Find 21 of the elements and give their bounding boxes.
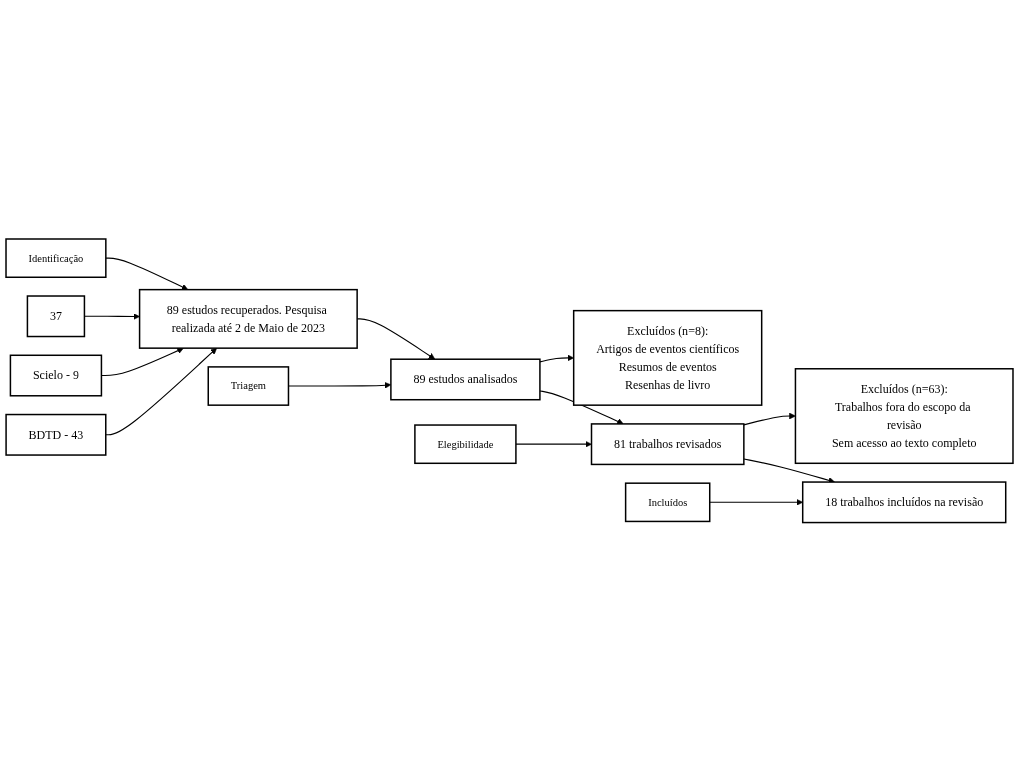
arrow xyxy=(105,348,217,436)
node-box: Elegibilidade xyxy=(414,424,517,465)
arrow xyxy=(539,354,574,363)
node-box: 89 estudos recuperados. Pesquisa realizada até 2 de Maio de 2023 xyxy=(138,289,358,350)
arrow xyxy=(515,441,592,448)
arrow xyxy=(743,458,835,484)
node-box: Identificação xyxy=(5,238,107,279)
arrow xyxy=(539,390,624,425)
arrow xyxy=(743,412,796,426)
node-box: Triagem xyxy=(207,366,290,407)
node-box: Scielo - 9 xyxy=(9,354,103,397)
arrow xyxy=(709,499,803,506)
node-box: 81 trabalhos revisados xyxy=(590,423,745,466)
node-box: 18 trabalhos incluídos na revisão xyxy=(801,481,1007,524)
node-box: 89 estudos analisados xyxy=(390,358,541,401)
node-box: Incluídos xyxy=(624,482,711,523)
node-box: Excluídos (n=63): Trabalhos fora do escopo da revisão Sem acesso ao texto completo xyxy=(794,368,1014,465)
node-box: 37 xyxy=(26,295,86,338)
node-box: Excluídos (n=8): Artigos de eventos científicos Resumos de eventos Resenhas de livro xyxy=(572,310,763,407)
arrow xyxy=(105,257,189,291)
node-box: BDTD - 43 xyxy=(5,414,107,456)
